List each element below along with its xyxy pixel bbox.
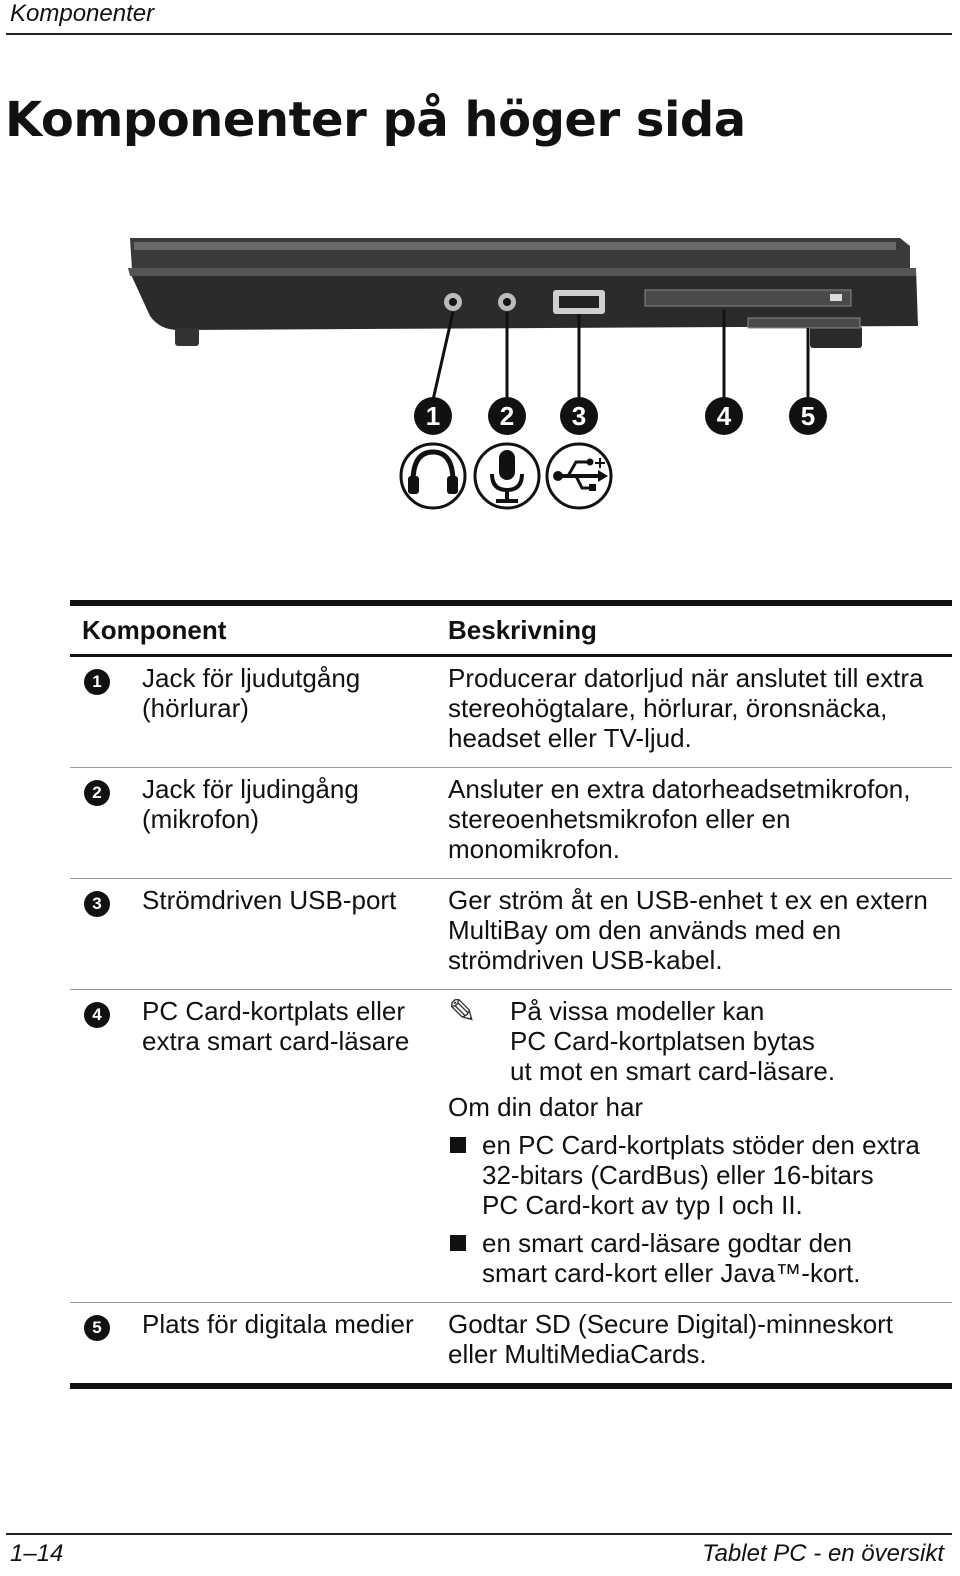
- note-block: ✎ På vissa modeller kan PC Card-kortplat…: [448, 993, 836, 1086]
- table-row: 2 Jack för ljudingång (mikrofon) Anslute…: [70, 768, 952, 878]
- svg-text:2: 2: [500, 401, 514, 431]
- pencil-note-icon: ✎: [448, 993, 477, 1031]
- callout-2: 2: [488, 397, 526, 435]
- component-name: Jack för ljudingång (mikrofon): [142, 774, 359, 834]
- table-row: 4 PC Card-kortplats eller extra smart ca…: [70, 990, 952, 1302]
- running-header: Komponenter: [10, 0, 155, 27]
- page-number: 1–14: [10, 1540, 64, 1567]
- bullet-item: en smart card-läsare godtar den smart ca…: [448, 1228, 952, 1288]
- component-name: PC Card-kortplats eller extra smart card…: [142, 996, 410, 1056]
- component-name: Plats för digitala medier: [142, 1309, 414, 1339]
- callout-1: 1: [414, 397, 452, 435]
- header-description: Beskrivning: [448, 614, 597, 645]
- headphone-icon: [399, 442, 467, 510]
- component-description: Producerar datorljud när anslutet till e…: [448, 663, 924, 753]
- usb-icon: [545, 442, 613, 510]
- components-table: Komponent Beskrivning 1 Jack för ljudutg…: [70, 600, 952, 1389]
- row-number-badge: 2: [84, 780, 110, 806]
- row-number-badge: 1: [84, 669, 110, 695]
- component-description: ✎ På vissa modeller kan PC Card-kortplat…: [448, 993, 952, 1288]
- laptop-right-side-figure: 1 2 3 4 5: [128, 238, 918, 510]
- svg-text:5: 5: [801, 401, 815, 431]
- table-top-rule: [70, 600, 952, 606]
- svg-text:1: 1: [426, 401, 440, 431]
- intro-text: Om din dator har: [448, 1092, 644, 1122]
- component-name: Strömdriven USB-port: [142, 885, 397, 915]
- svg-text:3: 3: [572, 401, 586, 431]
- table-row: 3 Strömdriven USB-port Ger ström åt en U…: [70, 879, 952, 989]
- callout-3: 3: [560, 397, 598, 435]
- header-component: Komponent: [82, 614, 227, 645]
- row-divider: [70, 878, 952, 879]
- footer-rule: [6, 1533, 952, 1535]
- microphone-icon: [473, 442, 541, 510]
- footer-book-title: Tablet PC - en översikt: [702, 1540, 944, 1567]
- row-divider: [70, 989, 952, 990]
- component-description: Ansluter en extra datorheadsetmikrofon, …: [448, 774, 911, 864]
- laptop-illustration: [128, 238, 918, 348]
- row-divider: [70, 767, 952, 768]
- header-rule: [6, 33, 952, 35]
- callout-4: 4: [705, 397, 743, 435]
- row-number-badge: 4: [84, 1002, 110, 1028]
- table-bottom-rule: [70, 1383, 952, 1389]
- header-rule: [70, 654, 952, 657]
- row-number-badge: 3: [84, 891, 110, 917]
- page-title: Komponenter på höger sida: [5, 92, 746, 148]
- component-description: Godtar SD (Secure Digital)-minneskort el…: [448, 1309, 894, 1369]
- callout-5: 5: [789, 397, 827, 435]
- row-number-badge: 5: [84, 1315, 110, 1341]
- bullet-square-icon: [450, 1137, 466, 1153]
- table-header: Komponent Beskrivning: [70, 606, 952, 654]
- bullet-square-icon: [450, 1235, 466, 1251]
- bullet-item: en PC Card-kortplats stöder den extra 32…: [448, 1130, 952, 1220]
- svg-text:4: 4: [717, 401, 732, 431]
- component-description: Ger ström åt en USB-enhet t ex en extern…: [448, 885, 928, 975]
- table-row: 5 Plats för digitala medier Godtar SD (S…: [70, 1303, 952, 1383]
- table-row: 1 Jack för ljudutgång (hörlurar) Produce…: [70, 657, 952, 767]
- row-divider: [70, 1302, 952, 1303]
- callout-leaders: [431, 310, 810, 401]
- component-name: Jack för ljudutgång (hörlurar): [142, 663, 361, 723]
